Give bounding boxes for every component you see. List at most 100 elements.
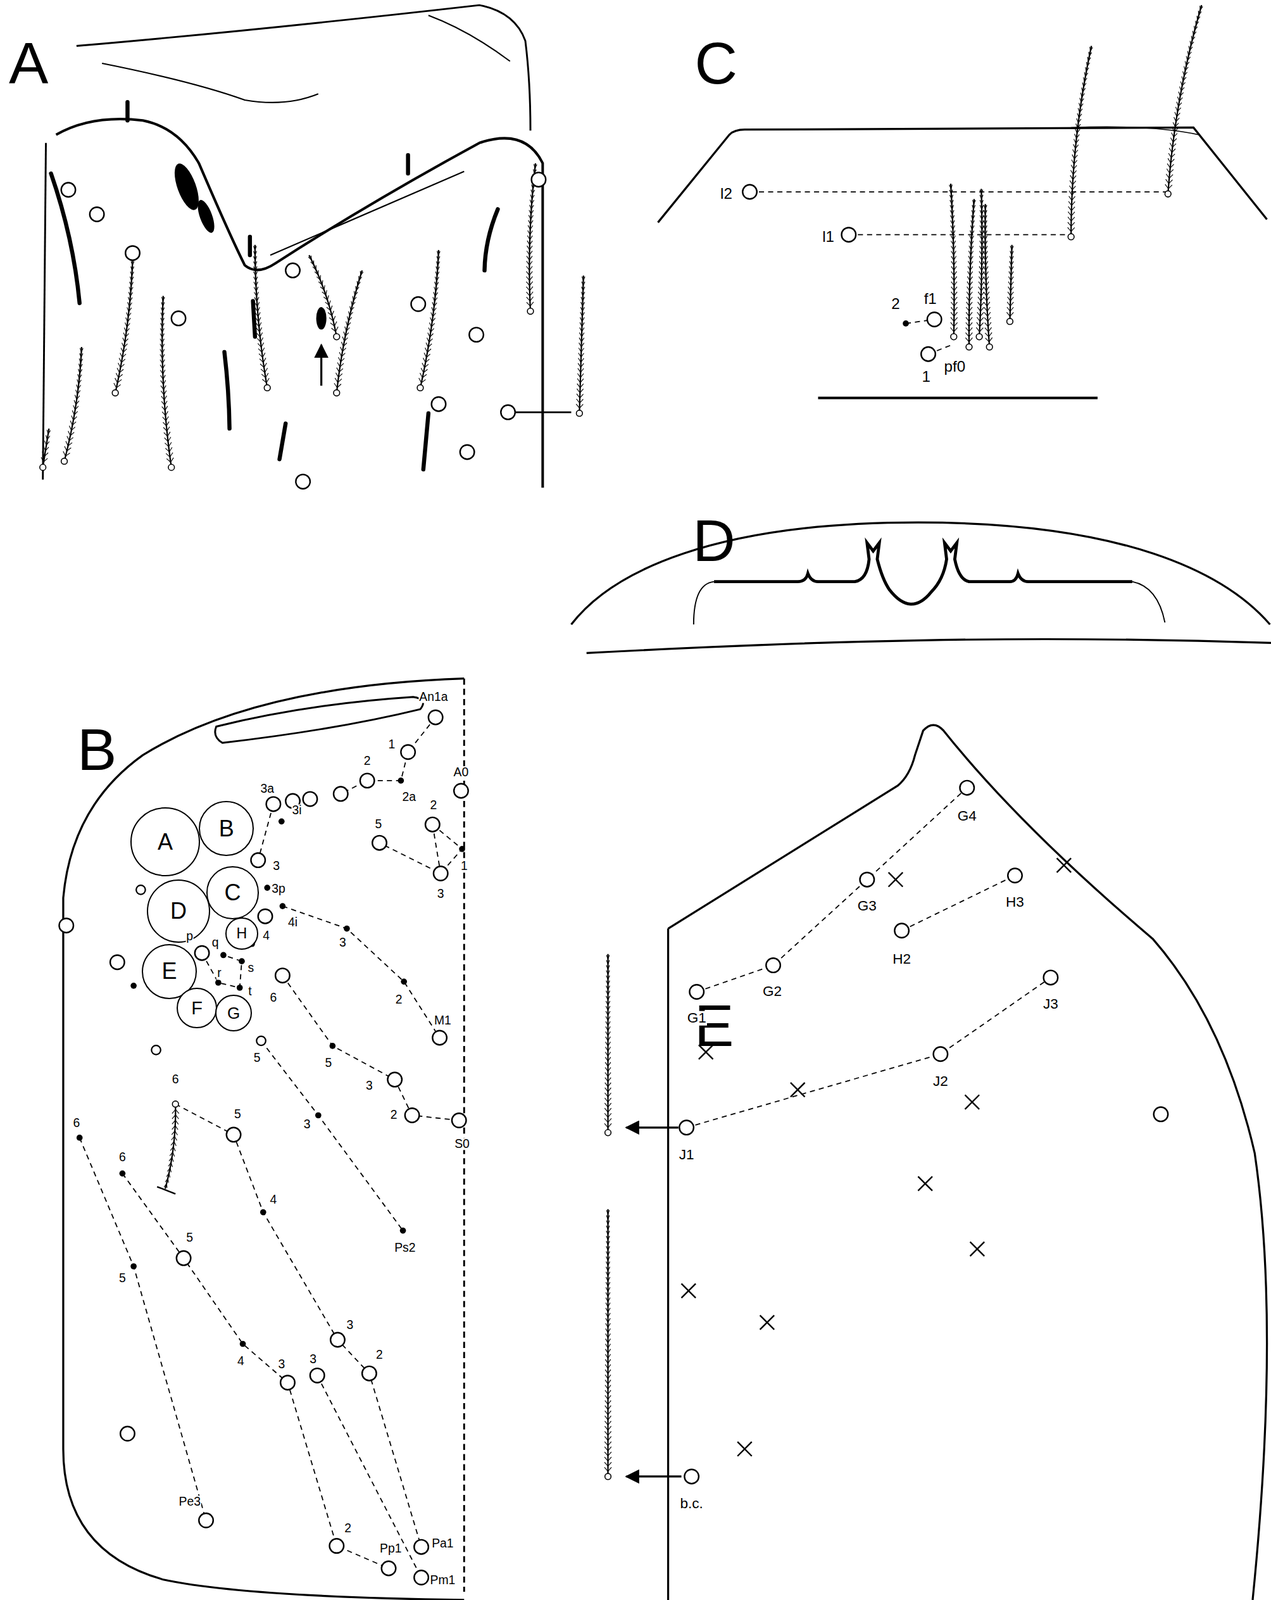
seta-barb <box>1075 128 1078 133</box>
seta-barb <box>979 245 983 250</box>
seta-barb <box>160 312 163 318</box>
seta-base <box>950 333 958 340</box>
seta-barb <box>1179 86 1182 92</box>
seta-barb <box>967 281 970 287</box>
seta-barb <box>606 965 609 970</box>
chaeta-socket <box>110 954 125 970</box>
seta-barb <box>987 306 990 312</box>
absent-cross <box>1057 857 1072 873</box>
seta-barb <box>953 301 958 306</box>
seta-barb <box>985 266 989 271</box>
seta-barb <box>327 312 332 316</box>
seta-barb <box>117 367 120 373</box>
seta-barb <box>606 980 609 985</box>
seta-barb <box>531 189 533 194</box>
seta-barb <box>970 240 974 245</box>
seta-barb <box>117 379 123 383</box>
seta-barb <box>530 194 533 200</box>
seta-barb <box>1079 103 1081 108</box>
seta-barb <box>162 364 165 370</box>
seta-barb <box>581 358 585 363</box>
seta-barb <box>607 1020 611 1025</box>
seta-barb <box>329 317 333 321</box>
chaeta-label: 5 <box>185 1231 194 1244</box>
ciliate-seta <box>253 244 271 391</box>
seta-barb <box>978 286 982 292</box>
chaeta-label: q <box>211 936 220 949</box>
absent-chaeta-dot <box>215 979 222 986</box>
seta-barb <box>951 281 955 286</box>
seta-barb <box>434 286 437 292</box>
seta-barb <box>950 301 954 306</box>
body-outline <box>668 724 1268 1600</box>
seta-barb <box>582 281 585 286</box>
seta-base <box>976 333 983 340</box>
seta-barb <box>967 270 971 276</box>
chaeta-socket <box>310 1367 325 1383</box>
seta-barb <box>604 1461 609 1466</box>
seta-barb <box>164 400 168 406</box>
seta-barb <box>356 281 359 286</box>
seta-barb <box>981 194 983 199</box>
chaeta-label: 3p <box>270 882 287 895</box>
seta-barb <box>357 281 361 285</box>
seta-barb <box>605 1057 608 1061</box>
seta-barb <box>264 367 268 373</box>
seta-barb <box>950 312 954 316</box>
seta-barb <box>529 200 532 205</box>
dashed-line <box>201 952 242 988</box>
chaeta-label: s <box>247 962 256 975</box>
ciliate-seta <box>163 1100 180 1189</box>
seta-barb <box>979 220 982 225</box>
seta-barb <box>985 256 988 261</box>
seta-barb <box>1167 158 1171 163</box>
seta-base <box>61 458 68 465</box>
seta-barb <box>605 1312 609 1317</box>
seta-barb <box>431 323 435 328</box>
seta-barb <box>422 357 426 363</box>
seta-barb <box>1011 256 1014 261</box>
seta-barb <box>605 1062 608 1066</box>
seta-barb <box>48 430 51 435</box>
chaeta-socket <box>280 1374 295 1390</box>
seta-shaft <box>255 244 268 389</box>
seta-barb <box>65 452 71 456</box>
seta-barb <box>607 1461 612 1466</box>
seta-barb <box>581 286 583 292</box>
seta-base <box>527 308 534 315</box>
midline <box>463 678 466 1592</box>
seta-barb <box>581 281 583 287</box>
seta-barb <box>1183 77 1187 82</box>
ciliate-seta <box>576 275 585 416</box>
seta-barb <box>165 405 168 411</box>
seta-barb <box>970 220 973 225</box>
panel-letter: E <box>693 995 735 1055</box>
seta-barb <box>1187 51 1189 56</box>
seta-barb <box>162 369 166 375</box>
body-outline <box>43 143 47 480</box>
seta-barb <box>67 436 70 441</box>
seta-barb <box>1086 67 1089 72</box>
seta-barb <box>969 291 973 296</box>
seta-barb <box>162 322 164 327</box>
seta-barb <box>1090 47 1094 52</box>
seta-barb <box>123 348 128 353</box>
seta-barb <box>131 271 134 276</box>
chaeta-label: pf0 <box>943 358 967 374</box>
seta-barb <box>953 266 957 271</box>
seta-barb <box>965 327 970 332</box>
seta-barb <box>425 342 428 347</box>
seta-barb <box>951 194 953 200</box>
seta-barb <box>325 301 330 306</box>
eye-lens: B <box>198 800 254 856</box>
absent-chaeta-dot <box>315 1112 322 1119</box>
seta-barb <box>258 353 263 358</box>
seta-barb <box>579 398 584 403</box>
seta-barb <box>607 995 610 1000</box>
seta-barb <box>950 327 954 332</box>
chaeta-label: M1 <box>433 1014 452 1027</box>
seta-barb <box>605 1353 608 1358</box>
seta-barb <box>965 312 970 316</box>
seta-barb <box>169 1172 170 1178</box>
seta-barb <box>163 374 166 380</box>
